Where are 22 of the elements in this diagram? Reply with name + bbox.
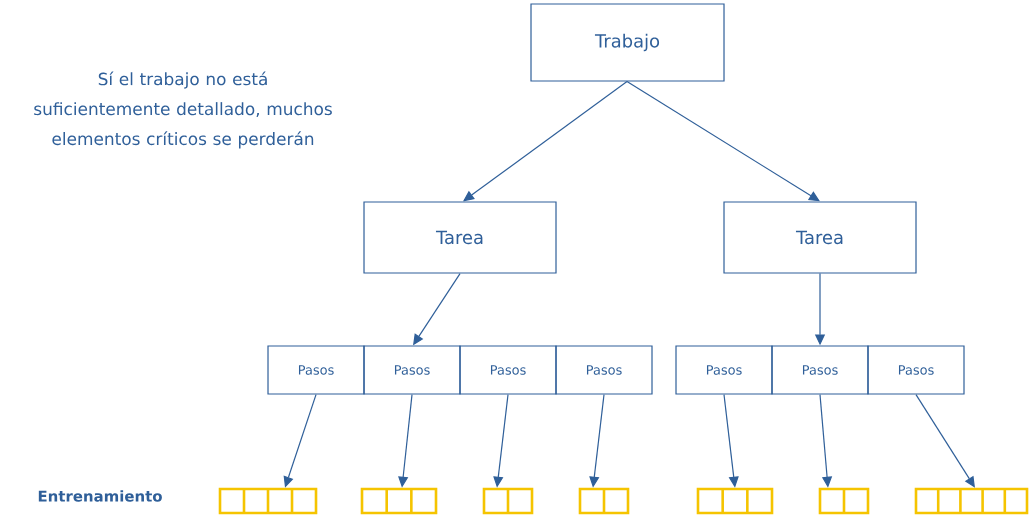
step-box: Pasos bbox=[867, 345, 965, 395]
cell-row bbox=[578, 487, 630, 515]
cell-row bbox=[360, 487, 438, 515]
step-box: Pasos bbox=[363, 345, 461, 395]
step-box: Pasos bbox=[555, 345, 653, 395]
step-box: Pasos bbox=[675, 345, 773, 395]
note-text: Sí el trabajo no está suficientemente detallado, muchos elementos críticos se perderán bbox=[34, 71, 332, 149]
task-box: Trabajo bbox=[530, 3, 725, 82]
arrow bbox=[915, 394, 975, 488]
arrow bbox=[463, 81, 628, 202]
row-label: Entrenamiento bbox=[38, 490, 162, 502]
cell-row bbox=[218, 487, 318, 515]
step-box: Pasos bbox=[459, 345, 557, 395]
step-box: Pasos bbox=[771, 345, 869, 395]
task-box: Tarea bbox=[363, 201, 557, 274]
step-box: Pasos bbox=[267, 345, 365, 395]
cell-row bbox=[482, 487, 534, 515]
cell-row bbox=[696, 487, 774, 515]
task-box: Tarea bbox=[723, 201, 917, 274]
cell-row bbox=[818, 487, 870, 515]
cell-row bbox=[914, 487, 1029, 515]
arrow bbox=[626, 81, 820, 202]
